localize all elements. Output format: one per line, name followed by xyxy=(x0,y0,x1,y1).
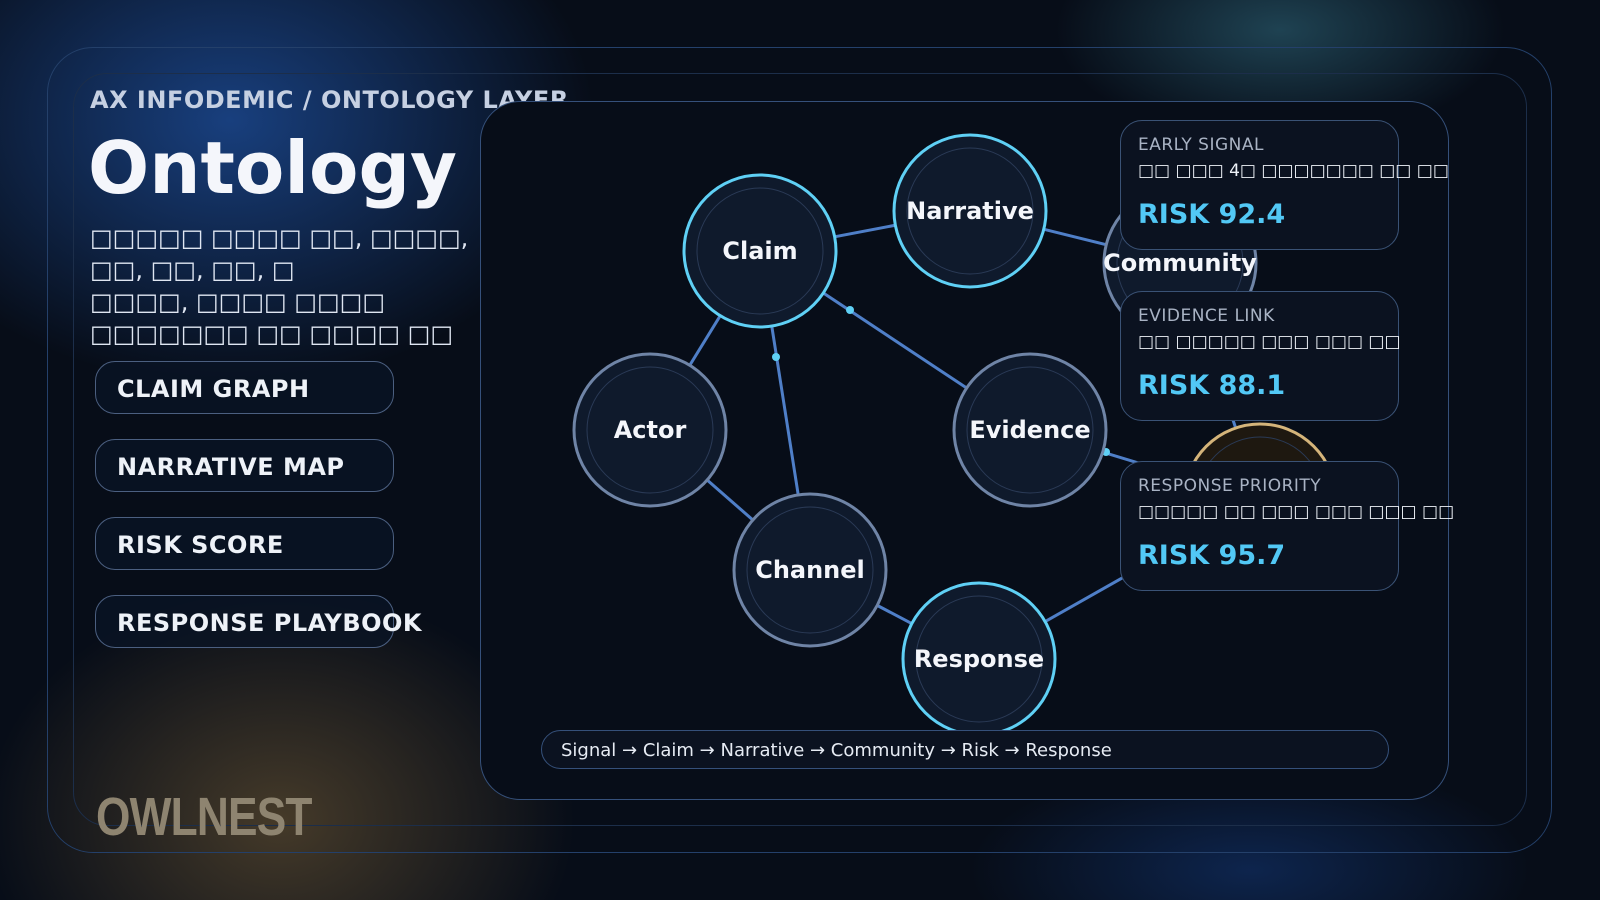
subtitle-line: □□□□□ □□□□ □□, □□□□, □□, □□, □□, □ xyxy=(90,224,469,284)
edge-dot xyxy=(846,306,854,314)
pipeline-flow: Signal → Claim → Narrative → Community →… xyxy=(541,730,1389,769)
node-actor[interactable]: Actor xyxy=(572,352,728,508)
page-subtitle: □□□□□ □□□□ □□, □□□□, □□, □□, □□, □□□□□, … xyxy=(90,222,475,350)
response-playbook-button[interactable]: RESPONSE PLAYBOOK xyxy=(95,595,422,648)
risk-score: RISK 88.1 xyxy=(1138,370,1286,401)
node-label: Evidence xyxy=(969,416,1090,444)
node-label: Narrative xyxy=(906,197,1034,225)
inner-frame xyxy=(73,73,1527,826)
card-kicker: RESPONSE PRIORITY xyxy=(1138,476,1322,496)
card-kicker: EVIDENCE LINK xyxy=(1138,306,1275,326)
node-label: Claim xyxy=(722,237,797,265)
claim-graph-button[interactable]: CLAIM GRAPH xyxy=(95,361,394,414)
card-description: □□ □□□□□ □□□ □□□ □□ xyxy=(1138,332,1401,352)
node-response[interactable]: Response xyxy=(901,581,1057,737)
node-narrative[interactable]: Narrative xyxy=(892,133,1048,289)
evidence-link-card: EVIDENCE LINK □□ □□□□□ □□□ □□□ □□ RISK 8… xyxy=(1120,291,1401,421)
card-description: □□ □□□ 4□ □□□□□□□ □□ □□ xyxy=(1138,161,1449,181)
subtitle-line: □□□□, □□□□ □□□□ □□□□□□□ □□ □□□□ □□ xyxy=(90,288,454,348)
early-signal-card: EARLY SIGNAL □□ □□□ 4□ □□□□□□□ □□ □□ RIS… xyxy=(1120,120,1449,250)
card-description: □□□□□ □□ □□□ □□□ □□□ □□ xyxy=(1138,502,1455,522)
risk-score: RISK 95.7 xyxy=(1138,540,1286,571)
node-evidence[interactable]: Evidence xyxy=(952,352,1108,508)
node-claim[interactable]: Claim xyxy=(682,173,838,329)
response-priority-card: RESPONSE PRIORITY □□□□□ □□ □□□ □□□ □□□ □… xyxy=(1120,461,1455,591)
owlnest-logo: OWLNEST xyxy=(96,787,312,847)
edge-dot xyxy=(772,353,780,361)
node-label: Response xyxy=(914,645,1044,673)
outer-frame xyxy=(47,47,1552,853)
section-kicker: AX INFODEMIC / ONTOLOGY LAYER xyxy=(90,86,569,114)
risk-score: RISK 92.4 xyxy=(1138,199,1286,230)
narrative-map-button[interactable]: NARRATIVE MAP xyxy=(95,439,394,492)
card-kicker: EARLY SIGNAL xyxy=(1138,135,1264,155)
node-label: Actor xyxy=(614,416,687,444)
page-title: Ontology xyxy=(88,126,457,210)
node-label: Channel xyxy=(755,556,865,584)
risk-score-button[interactable]: RISK SCORE xyxy=(95,517,394,570)
node-channel[interactable]: Channel xyxy=(732,492,888,648)
node-label: Community xyxy=(1103,249,1257,277)
